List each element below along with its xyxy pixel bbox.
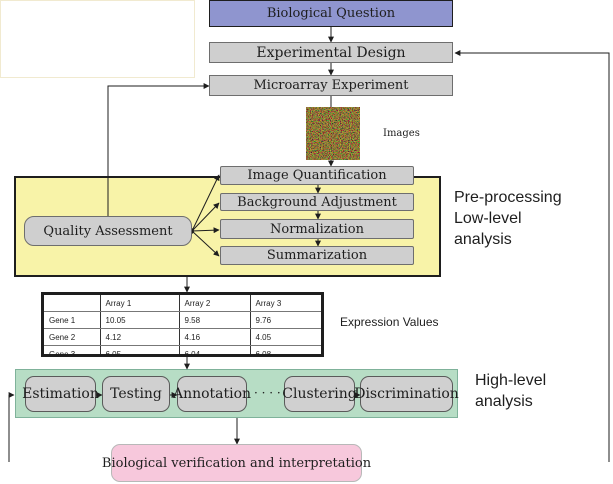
normalization-box: Normalization [220, 219, 414, 239]
table-cell: Gene 3 [44, 345, 101, 354]
background-adjustment-box: Background Adjustment [220, 193, 414, 211]
microarray-image [306, 107, 360, 160]
table-cell: 6.05 [100, 345, 180, 354]
biological-verification-box: Biological verification and interpretati… [102, 444, 371, 482]
table-cell: 9.76 [250, 311, 321, 329]
highlevel-caption: High-level analysis [475, 370, 546, 412]
image-quantification-box: Image Quantification [220, 166, 414, 185]
table-cell: 9.58 [179, 311, 251, 329]
clustering-box: Clustering [282, 376, 357, 412]
table-cell: 6.04 [179, 345, 251, 354]
highlevel-caption-line-1: High-level [475, 372, 547, 389]
arrow-quality-quant [191, 174, 220, 232]
table-header-cell [44, 295, 101, 312]
annotation-box: Annotation [173, 376, 251, 412]
expression-values-label: Expression Values [340, 315, 439, 329]
feedback-final-to-design [454, 50, 610, 462]
biological-question-box: Biological Question [209, 0, 453, 27]
quality-assessment-box: Quality Assessment [24, 216, 192, 246]
table-header-row: Array 1 Array 2 Array 3 [44, 295, 321, 312]
summarization-box: Summarization [220, 246, 414, 265]
table-header-cell: Array 2 [179, 295, 251, 312]
table-row: Gene 1 10.05 9.58 9.76 [44, 311, 321, 329]
ellipsis: · · · · [254, 386, 281, 400]
clustering-text: Clustering [282, 386, 357, 402]
table-header-cell: Array 1 [100, 295, 180, 312]
table-cell: 6.08 [255, 349, 272, 357]
testing-box: Testing [102, 376, 170, 412]
preprocessing-caption-line-3: analysis [454, 231, 512, 248]
biological-question-text: Biological Question [266, 6, 396, 21]
table-cell: Gene 2 [44, 328, 101, 346]
table-cell: 10.05 [100, 311, 180, 329]
background-adjustment-text: Background Adjustment [237, 194, 397, 210]
experimental-design-box: Experimental Design [209, 42, 453, 63]
preprocessing-caption: Pre-processing Low-level analysis [454, 187, 562, 250]
experimental-design-text: Experimental Design [256, 44, 406, 61]
testing-text: Testing [110, 386, 162, 402]
estimation-text: Estimation [22, 386, 99, 402]
microarray-experiment-text: Microarray Experiment [253, 78, 409, 93]
feedback-quality-to-experiment [107, 83, 210, 216]
expression-table: Array 1 Array 2 Array 3 Gene 1 10.05 9.5… [41, 292, 324, 357]
table-row: Gene 2 4.12 4.16 4.05 [44, 328, 321, 346]
preprocessing-caption-line-2: Low-level [454, 210, 522, 227]
table-cell: Gene 1 [44, 311, 101, 329]
table-header-cell: Array 3 [250, 295, 321, 312]
microarray-experiment-box: Microarray Experiment [209, 75, 453, 96]
arrow-quality-summarization [191, 230, 220, 257]
annotation-text: Annotation [172, 386, 252, 402]
image-quantification-text: Image Quantification [247, 168, 387, 183]
arrow-quality-background [191, 202, 220, 232]
images-label: Images [383, 128, 420, 139]
table-row: Gene 3 6.05 6.04 6.08 [44, 345, 321, 357]
discrimination-box: Discrimination [354, 376, 459, 412]
biological-verification-text: Biological verification and interpretati… [101, 455, 372, 471]
table-cell: 4.16 [179, 328, 251, 346]
arrow-quality-normalization [191, 227, 220, 234]
preprocessing-caption-line-1: Pre-processing [454, 189, 562, 206]
highlevel-caption-line-2: analysis [475, 393, 533, 410]
quality-assessment-text: Quality Assessment [43, 223, 173, 239]
summarization-text: Summarization [266, 248, 368, 263]
empty-frame [0, 0, 195, 78]
table-cell: 4.12 [100, 328, 180, 346]
discrimination-text: Discrimination [354, 386, 459, 402]
estimation-box: Estimation [22, 376, 99, 412]
table-cell: 4.05 [250, 328, 321, 346]
normalization-text: Normalization [270, 221, 364, 237]
